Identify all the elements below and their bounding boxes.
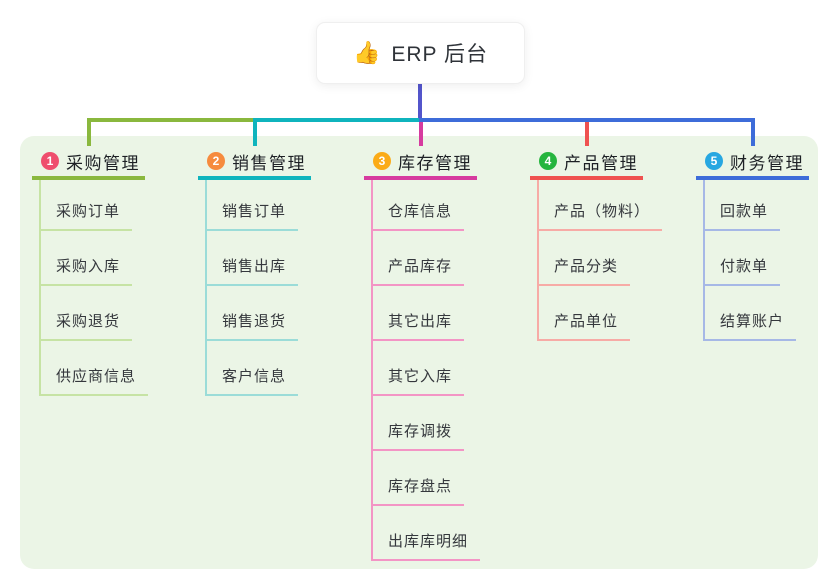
child-node[interactable]: 采购入库 xyxy=(39,254,133,286)
child-label: 其它出库 xyxy=(388,313,453,330)
child-node[interactable]: 付款单 xyxy=(703,254,781,286)
child-node[interactable]: 产品库存 xyxy=(371,254,465,286)
branch-horizontal-line xyxy=(87,118,253,122)
child-label: 客户信息 xyxy=(222,368,287,385)
child-node[interactable]: 其它出库 xyxy=(371,309,465,341)
child-node[interactable]: 采购退货 xyxy=(39,309,133,341)
branch-horizontal-line xyxy=(419,118,755,122)
child-node[interactable]: 出库库明细 xyxy=(371,529,481,561)
branch-node[interactable]: 1 采购管理 xyxy=(32,146,145,180)
branch-drop-line xyxy=(253,118,257,146)
child-label: 产品库存 xyxy=(388,258,453,275)
child-label: 出库库明细 xyxy=(388,533,469,550)
branch-horizontal-line xyxy=(253,118,419,122)
child-node[interactable]: 回款单 xyxy=(703,199,781,231)
child-connector-line xyxy=(703,178,705,341)
branch-drop-line xyxy=(751,118,755,146)
child-label: 结算账户 xyxy=(720,313,785,330)
child-label: 销售出库 xyxy=(222,258,287,275)
branch-node[interactable]: 2 销售管理 xyxy=(198,146,311,180)
branch-label: 库存管理 xyxy=(398,153,472,173)
child-node[interactable]: 供应商信息 xyxy=(39,364,149,396)
child-label: 产品单位 xyxy=(554,313,619,330)
child-label: 库存调拨 xyxy=(388,423,453,440)
child-label: 仓库信息 xyxy=(388,203,453,220)
branch-number-badge: 1 xyxy=(41,152,59,170)
root-label: ERP 后台 xyxy=(391,43,489,66)
child-connector-line xyxy=(537,178,539,341)
child-label: 产品分类 xyxy=(554,258,619,275)
child-label: 采购订单 xyxy=(56,203,121,220)
branch-number-badge: 5 xyxy=(705,152,723,170)
branches-panel xyxy=(20,136,818,569)
branch-number-badge: 2 xyxy=(207,152,225,170)
child-node[interactable]: 产品单位 xyxy=(537,309,631,341)
root-connector-line xyxy=(418,82,422,122)
child-node[interactable]: 库存调拨 xyxy=(371,419,465,451)
branch-node[interactable]: 4 产品管理 xyxy=(530,146,643,180)
child-label: 供应商信息 xyxy=(56,368,137,385)
branch-number-badge: 3 xyxy=(373,152,391,170)
branch-label: 销售管理 xyxy=(232,153,306,173)
child-label: 回款单 xyxy=(720,203,769,220)
child-connector-line xyxy=(39,178,41,396)
child-label: 销售退货 xyxy=(222,313,287,330)
root-node[interactable]: 👍 ERP 后台 xyxy=(316,22,525,84)
child-node[interactable]: 销售出库 xyxy=(205,254,299,286)
branch-number-badge: 4 xyxy=(539,152,557,170)
child-node[interactable]: 仓库信息 xyxy=(371,199,465,231)
branch-drop-line xyxy=(87,118,91,146)
child-label: 采购退货 xyxy=(56,313,121,330)
child-connector-line xyxy=(371,178,373,561)
thumbs-up-icon: 👍 xyxy=(352,40,382,65)
child-node[interactable]: 其它入库 xyxy=(371,364,465,396)
child-node[interactable]: 产品（物料） xyxy=(537,199,663,231)
branch-label: 采购管理 xyxy=(66,153,140,173)
branch-label: 产品管理 xyxy=(564,153,638,173)
child-label: 其它入库 xyxy=(388,368,453,385)
branch-node[interactable]: 5 财务管理 xyxy=(696,146,809,180)
child-label: 销售订单 xyxy=(222,203,287,220)
branch-drop-line xyxy=(585,118,589,146)
child-node[interactable]: 采购订单 xyxy=(39,199,133,231)
child-label: 采购入库 xyxy=(56,258,121,275)
child-label: 库存盘点 xyxy=(388,478,453,495)
child-label: 付款单 xyxy=(720,258,769,275)
child-node[interactable]: 销售订单 xyxy=(205,199,299,231)
child-connector-line xyxy=(205,178,207,396)
child-label: 产品（物料） xyxy=(554,203,651,220)
child-node[interactable]: 客户信息 xyxy=(205,364,299,396)
child-node[interactable]: 产品分类 xyxy=(537,254,631,286)
branch-label: 财务管理 xyxy=(730,153,804,173)
child-node[interactable]: 结算账户 xyxy=(703,309,797,341)
branch-drop-line xyxy=(419,118,423,146)
branch-node[interactable]: 3 库存管理 xyxy=(364,146,477,180)
child-node[interactable]: 库存盘点 xyxy=(371,474,465,506)
child-node[interactable]: 销售退货 xyxy=(205,309,299,341)
